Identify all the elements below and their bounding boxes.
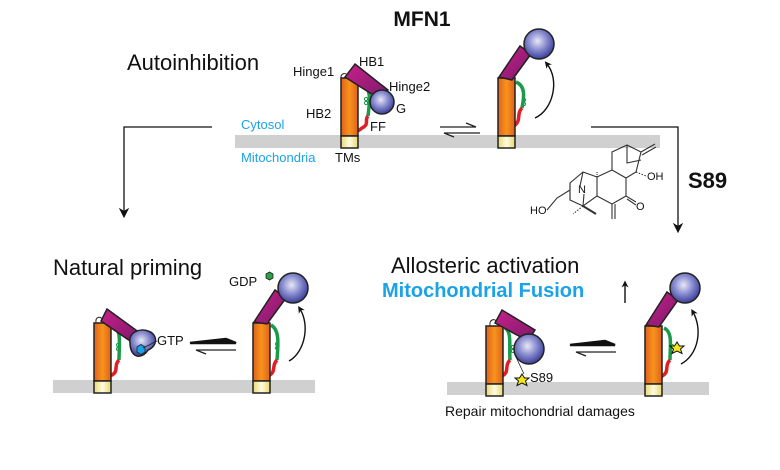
s89-star	[513, 373, 531, 387]
label-gtp: GTP	[157, 333, 184, 348]
g-domain-gtp	[129, 329, 157, 357]
heading-natural-priming: Natural priming	[53, 255, 202, 280]
tm-domain	[340, 135, 359, 149]
label-hb2: HB2	[306, 106, 331, 121]
label-mitochondria: Mitochondria	[241, 150, 316, 165]
equilibrium-arrows-allosteric	[569, 339, 616, 357]
heading-allosteric-activation: Allosteric activation	[391, 253, 579, 278]
arrow-to-natural-priming	[118, 126, 212, 219]
label-ff: FF	[370, 119, 386, 134]
mfn1-open-gdp	[252, 271, 309, 394]
mfn1-open-top	[497, 28, 555, 149]
g-domain-ball	[523, 28, 555, 60]
mfn1-s89-bound	[485, 308, 545, 397]
label-s89-bound: S89	[530, 370, 553, 385]
atom-oh: OH	[647, 171, 664, 183]
membrane-natural-priming	[53, 380, 315, 393]
label-tms: TMs	[335, 150, 361, 165]
swing-arrow	[534, 61, 555, 119]
atom-n: N	[578, 184, 586, 196]
g-domain	[369, 89, 395, 115]
equilibrium-arrows-top	[440, 122, 480, 138]
mfn1-gtp-bound	[93, 307, 158, 394]
mfn1-activated-open	[644, 272, 701, 397]
equilibrium-arrows-priming	[189, 337, 237, 355]
membrane-allosteric	[447, 382, 709, 395]
label-s89-arrow: S89	[688, 168, 727, 193]
label-hb1: HB1	[359, 54, 384, 69]
diagram-title: MFN1	[393, 8, 450, 31]
label-cytosol: Cytosol	[241, 117, 284, 132]
gdp-molecule	[265, 271, 274, 281]
membrane-top	[235, 135, 660, 148]
label-gdp: GDP	[229, 274, 257, 289]
s89-structure	[546, 143, 657, 219]
s89-star-bound	[668, 341, 686, 355]
label-hinge1: Hinge1	[293, 64, 334, 79]
hb2-helix	[340, 77, 359, 137]
heading-autoinhibition: Autoinhibition	[127, 50, 259, 75]
label-g: G	[396, 101, 406, 116]
label-hinge2: Hinge2	[389, 79, 430, 94]
atom-ho: HO	[530, 205, 547, 217]
gtp-molecule	[136, 344, 146, 355]
label-repair-damages: Repair mitochondrial damages	[445, 403, 635, 419]
label-mitochondrial-fusion: Mitochondrial Fusion	[382, 280, 584, 302]
arrow-to-allosteric-activation	[591, 126, 684, 234]
atom-o: O	[636, 201, 645, 213]
mfn1-autoinhibited	[340, 62, 395, 149]
linker-red	[356, 114, 370, 133]
